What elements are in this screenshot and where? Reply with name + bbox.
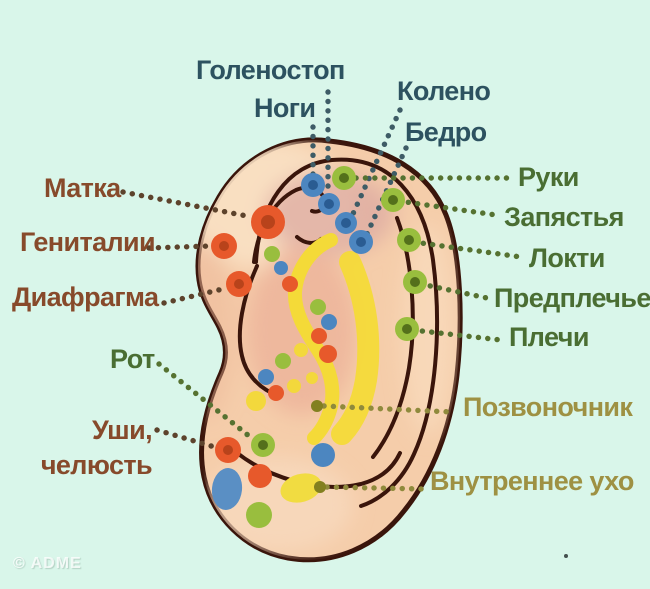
reflex-point-core	[341, 218, 351, 228]
reflex-point-core	[324, 199, 334, 209]
reflex-point	[306, 372, 318, 384]
leader-line	[154, 427, 221, 451]
reflex-point	[310, 299, 326, 315]
leader-line	[396, 198, 499, 218]
reflex-point	[564, 554, 568, 558]
reflex-point-core	[308, 180, 318, 190]
reflex-point	[246, 502, 272, 528]
label-hip: Бедро	[405, 117, 487, 147]
label-ears-jaw-line2: челюсть	[40, 450, 153, 481]
adme-watermark: © ADME	[13, 555, 82, 572]
label-ears-jaw: Уши, челюсть	[20, 413, 153, 483]
leader-line	[120, 189, 255, 220]
reflex-point-core	[261, 215, 275, 229]
reflex-point	[246, 391, 266, 411]
label-inner-ear: Внутреннее ухо	[430, 466, 634, 496]
label-wrists: Запястья	[504, 202, 624, 232]
reflex-point	[282, 276, 298, 292]
reflex-point	[314, 481, 326, 493]
leader-line	[156, 361, 257, 443]
reflex-point-core	[402, 324, 412, 334]
reflex-point	[275, 353, 291, 369]
label-forearm: Предплечье	[494, 283, 650, 313]
leader-line	[161, 285, 230, 306]
reflex-point	[311, 328, 327, 344]
reflex-point	[311, 400, 323, 412]
label-uterus: Матка	[44, 173, 121, 203]
label-mouth: Рот	[110, 344, 155, 374]
reflex-point	[321, 314, 337, 330]
reflex-point-core	[223, 445, 233, 455]
reflex-point	[280, 473, 322, 503]
reflex-point	[248, 464, 272, 488]
label-ears-jaw-line1: Уши,	[92, 415, 153, 445]
reflex-point	[294, 343, 308, 357]
leader-line	[349, 107, 403, 219]
label-elbows: Локти	[529, 243, 605, 273]
label-diaphragm: Диафрагма	[12, 282, 159, 312]
reflex-point	[287, 379, 301, 393]
reflex-point	[311, 443, 335, 467]
reflex-points	[211, 166, 568, 558]
spine-band	[287, 233, 380, 445]
leader-line	[324, 484, 427, 492]
label-knee: Колено	[397, 76, 491, 106]
leader-line	[146, 243, 214, 251]
leader-line	[411, 239, 524, 260]
label-spine: Позвоночник	[463, 392, 633, 422]
label-hands: Руки	[518, 162, 579, 192]
reflex-point	[274, 261, 288, 275]
label-shoulders: Плечи	[509, 322, 589, 352]
reflex-point-core	[356, 237, 366, 247]
reflex-point-core	[234, 279, 244, 289]
reflex-point	[268, 385, 284, 401]
leader-line	[321, 403, 455, 415]
reflex-point	[264, 246, 280, 262]
reflex-point	[211, 468, 243, 510]
label-ankle: Голеностоп	[196, 55, 345, 85]
reflex-point-core	[388, 195, 398, 205]
reflex-point-core	[219, 241, 229, 251]
label-genitals: Гениталии	[20, 227, 156, 257]
leader-line	[410, 327, 504, 343]
reflex-point-core	[404, 235, 414, 245]
reflex-point-core	[258, 440, 268, 450]
reflex-point-core	[410, 277, 420, 287]
label-feet: Ноги	[254, 93, 316, 123]
reflex-point	[319, 345, 337, 363]
reflex-point-core	[339, 173, 349, 183]
leader-line	[418, 281, 490, 301]
reflex-point	[258, 369, 274, 385]
